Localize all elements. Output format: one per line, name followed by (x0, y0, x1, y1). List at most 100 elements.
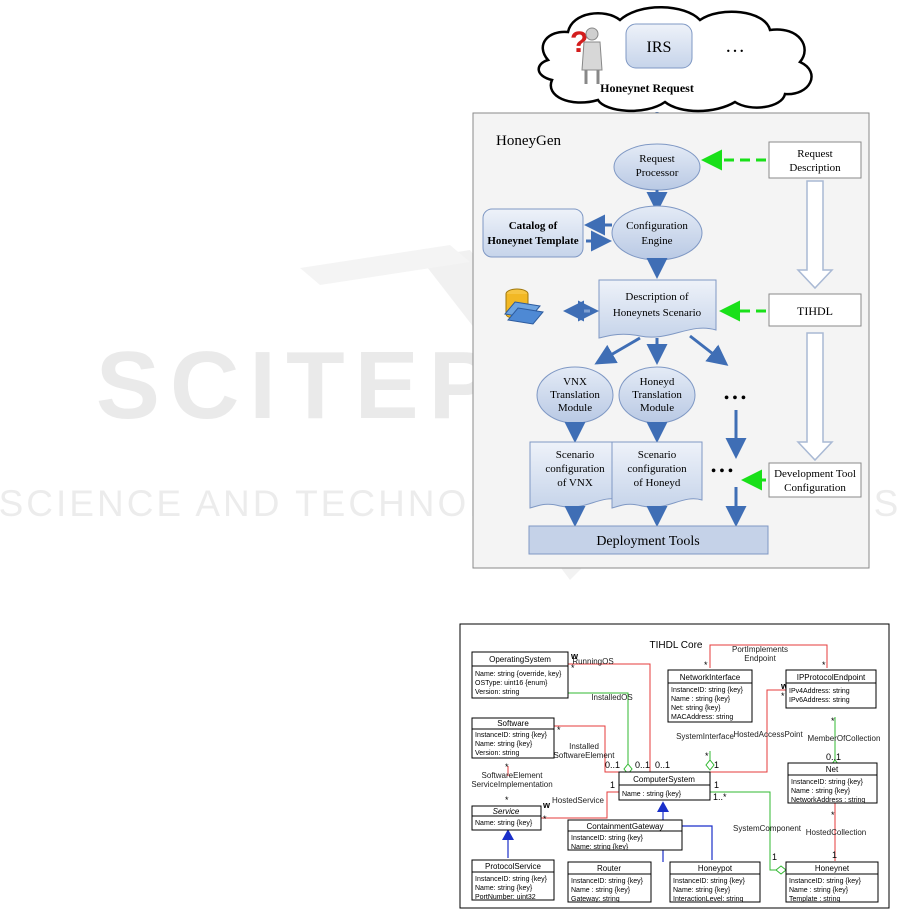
request-cloud: IRS … Honeynet Request ? (537, 6, 813, 113)
svg-text:Name : string {key}: Name : string {key} (789, 887, 849, 894)
svg-text:ProtocolService: ProtocolService (485, 862, 542, 871)
svg-text:HostedAccessPoint: HostedAccessPoint (733, 730, 803, 739)
tihdl-box: TIHDL (768, 293, 862, 327)
svg-text:0..1: 0..1 (655, 760, 670, 770)
svg-text:Service: Service (493, 807, 520, 816)
svg-text:Scenario: Scenario (638, 449, 677, 461)
class-service: Service Name: string {key} (471, 805, 542, 831)
svg-text:ComputerSystem: ComputerSystem (633, 775, 695, 784)
svg-text:Version: string: Version: string (475, 750, 519, 757)
svg-text:Template : string: Template : string (789, 896, 840, 903)
class-protocol-service: ProtocolService InstanceID: string {key}… (471, 859, 555, 901)
svg-text:Request: Request (639, 153, 674, 165)
request-processor-node: Request Processor (613, 143, 701, 191)
svg-text:Net: Net (826, 765, 839, 774)
scenario-description-node: Description of Honeynets Scenario (598, 279, 717, 339)
svg-text:Version: string: Version: string (475, 689, 519, 696)
svg-text:*: * (505, 795, 509, 805)
svg-text:Processor: Processor (636, 167, 679, 179)
svg-text:SystemInterface: SystemInterface (676, 732, 734, 741)
class-software: Software InstanceID: string {key} Name: … (471, 717, 555, 759)
svg-text:HostedCollection: HostedCollection (806, 828, 866, 837)
svg-text:Software: Software (497, 719, 529, 728)
svg-text:Endpoint: Endpoint (744, 654, 776, 663)
svg-text:Module: Module (640, 402, 674, 414)
svg-text:Name: string {key}: Name: string {key} (475, 741, 533, 748)
svg-text:IPv4Address: string: IPv4Address: string (789, 688, 850, 695)
svg-text:1: 1 (714, 780, 719, 790)
svg-text:SystemComponent: SystemComponent (733, 824, 802, 833)
svg-text:Name: string {override, key}: Name: string {override, key} (475, 671, 562, 678)
svg-text:*: * (704, 660, 708, 670)
svg-text:Request: Request (797, 148, 832, 160)
svg-text:Description: Description (789, 162, 841, 174)
svg-text:*: * (781, 691, 785, 701)
svg-text:Module: Module (558, 402, 592, 414)
request-description-box: Request Description (768, 141, 862, 179)
svg-text:InstanceID: string {key}: InstanceID: string {key} (475, 732, 548, 739)
svg-text:VNX: VNX (563, 376, 587, 388)
svg-text:1: 1 (714, 760, 719, 770)
svg-text:of Honeyd: of Honeyd (634, 477, 681, 489)
svg-text:Name : string {key}: Name : string {key} (571, 887, 631, 894)
svg-text:1: 1 (832, 850, 837, 860)
svg-text:IPProtocolEndpoint: IPProtocolEndpoint (797, 673, 866, 682)
svg-text:Name: string {key}: Name: string {key} (571, 844, 629, 851)
class-honeynet: Honeynet InstanceID: string {key} Name :… (785, 861, 879, 903)
svg-text:OperatingSystem: OperatingSystem (489, 655, 551, 664)
svg-text:Name: string {key}: Name: string {key} (475, 820, 533, 827)
question-person-icon: ? (570, 26, 603, 84)
svg-text:ContainmentGateway: ContainmentGateway (587, 822, 664, 831)
svg-text:*: * (557, 725, 561, 735)
svg-text:configuration: configuration (627, 463, 687, 475)
svg-text:NetworkInterface: NetworkInterface (680, 673, 741, 682)
svg-text:HostedService: HostedService (552, 796, 605, 805)
svg-text:MACAddress: string: MACAddress: string (671, 714, 733, 721)
svg-text:InstanceID: string {key}: InstanceID: string {key} (791, 779, 864, 786)
svg-text:1: 1 (610, 780, 615, 790)
deployment-tools-node: Deployment Tools (528, 525, 769, 555)
uml-diagram: TIHDL Core (459, 623, 890, 909)
svg-text:w: w (542, 800, 551, 810)
svg-text:*: * (505, 762, 509, 772)
catalog-node: Catalog of Honeynet Template (482, 208, 584, 258)
class-ip-protocol-endpoint: IPProtocolEndpoint IPv4Address: string I… (785, 669, 877, 709)
svg-text:PortImplements: PortImplements (732, 645, 788, 654)
svg-text:InteractionLevel: string: InteractionLevel: string (673, 896, 744, 903)
svg-text:0..1: 0..1 (635, 760, 650, 770)
honeyd-module-node: Honeyd Translation Module (618, 366, 696, 424)
svg-text:RunningOS: RunningOS (572, 657, 613, 666)
svg-text:Honeypot: Honeypot (698, 864, 733, 873)
svg-text:Name : string {key}: Name : string {key} (622, 791, 682, 798)
svg-text:Development Tool: Development Tool (774, 468, 856, 480)
flow-arrow-2 (796, 332, 834, 462)
class-honeypot: Honeypot InstanceID: string {key} Name: … (669, 861, 761, 903)
svg-text:Gateway: string: Gateway: string (571, 896, 620, 903)
svg-text:InstanceID: string {key}: InstanceID: string {key} (671, 687, 744, 694)
svg-text:*: * (543, 814, 547, 824)
svg-text:Net: string {key}: Net: string {key} (671, 705, 721, 712)
svg-text:w: w (570, 651, 579, 661)
svg-text:Name: string {key}: Name: string {key} (475, 885, 533, 892)
svg-text:SoftwareElement: SoftwareElement (482, 771, 544, 780)
svg-text:Name : string {key}: Name : string {key} (671, 696, 731, 703)
cloud-title: Honeynet Request (600, 81, 694, 95)
svg-text:Installed: Installed (569, 742, 599, 751)
svg-text:Description of: Description of (625, 291, 689, 303)
svg-text:Honeynet: Honeynet (815, 864, 850, 873)
svg-text:*: * (705, 751, 709, 761)
svg-text:0..1: 0..1 (605, 760, 620, 770)
class-containment-gateway: ContainmentGateway InstanceID: string {k… (567, 819, 683, 851)
uml-title: TIHDL Core (650, 640, 703, 651)
svg-text:ServiceImplementation: ServiceImplementation (471, 780, 552, 789)
vnx-module-node: VNX Translation Module (536, 366, 614, 424)
svg-text:InstanceID: string {key}: InstanceID: string {key} (571, 878, 644, 885)
modules-ellipsis: • • • (724, 391, 746, 406)
svg-text:Honeyd: Honeyd (640, 376, 675, 388)
class-operating-system: OperatingSystem Name: string {override, … (471, 651, 569, 699)
svg-text:Configuration: Configuration (784, 482, 846, 494)
class-computer-system: ComputerSystem Name : string {key} (618, 771, 711, 801)
cloud-ellipsis: … (725, 35, 745, 57)
svg-text:Router: Router (597, 864, 621, 873)
